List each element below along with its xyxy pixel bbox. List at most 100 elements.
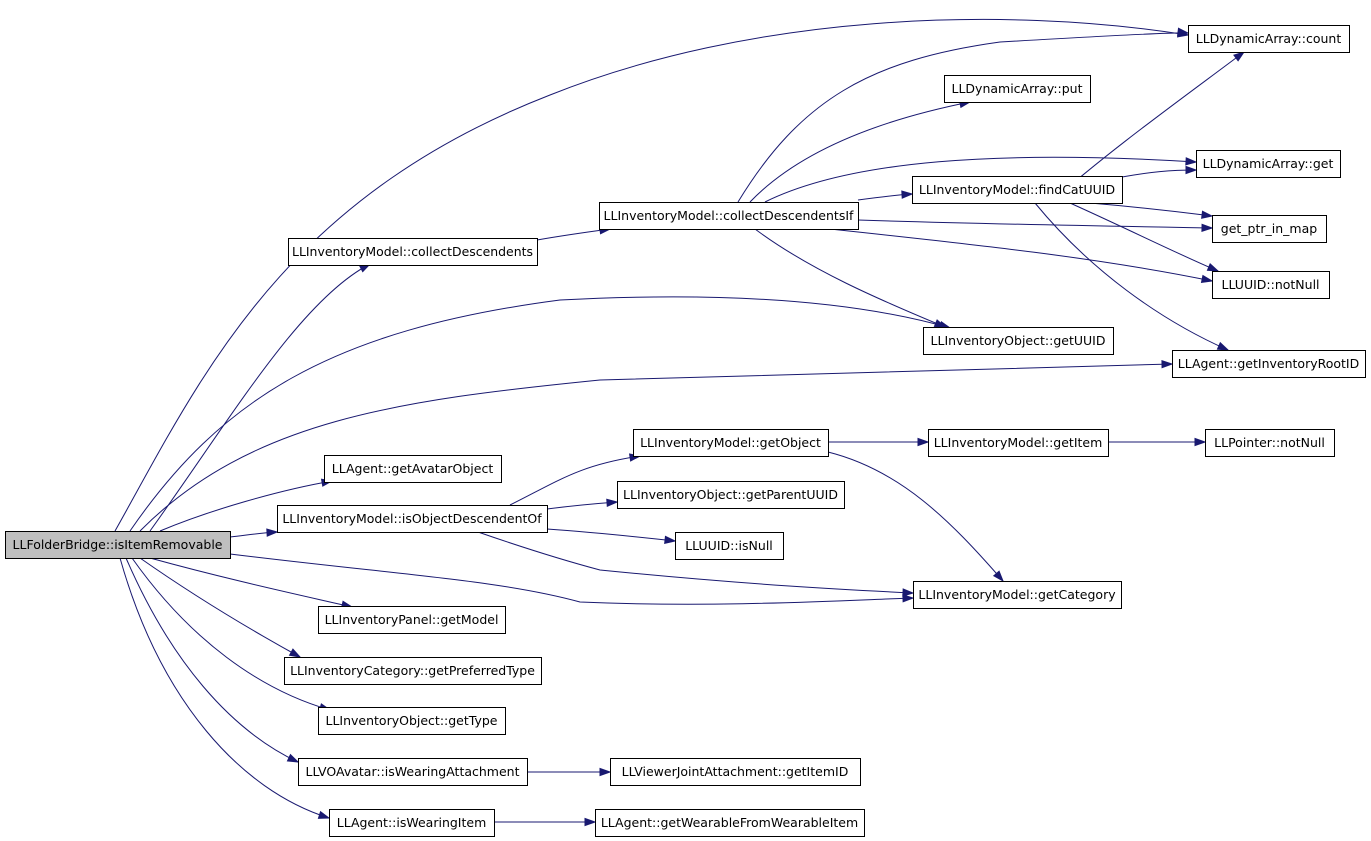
node-label: LLInventoryModel::getObject — [640, 435, 821, 450]
edge-line — [829, 228, 1213, 282]
edge-line — [1089, 202, 1213, 217]
node-label: LLAgent::getWearableFromWearableItem — [601, 815, 858, 830]
arrowhead — [1177, 27, 1190, 36]
edge-llfolderbridge-isitemremovable-to-llinventorymodel-getcategory — [229, 553, 915, 605]
node-label: LLFolderBridge::isItemRemovable — [13, 537, 223, 552]
arrowhead — [1185, 165, 1198, 175]
edge-line — [125, 557, 299, 763]
edge-llinventorymodel-collectdescendentsif-to-llinventoryobject-getuuid — [754, 228, 947, 328]
edge-line — [131, 557, 331, 711]
node-lldynamicarray-get[interactable]: LLDynamicArray::get — [1196, 150, 1341, 178]
arrowhead — [606, 498, 619, 507]
node-llinventorymodel-collectdescendents[interactable]: LLInventoryModel::collectDescendents — [288, 238, 538, 266]
node-llagent-iswearingitem[interactable]: LLAgent::isWearingItem — [329, 809, 495, 837]
node-box — [284, 657, 542, 685]
node-label: LLAgent::getInventoryRootID — [1178, 356, 1360, 371]
node-label: LLViewerJointAttachment::getItemID — [622, 764, 849, 779]
node-box — [329, 809, 495, 837]
arrowhead — [1206, 263, 1220, 272]
node-box — [5, 531, 231, 559]
edge-llagent-iswearingitem-to-llagent-getwearablefromwearableitem — [493, 817, 597, 827]
edge-llinventorymodel-getitem-to-llpointer-notnull — [1108, 437, 1207, 447]
edge-line — [509, 455, 641, 506]
node-llinventorymodel-isobjectdescendentof[interactable]: LLInventoryModel::isObjectDescendentOf — [277, 505, 548, 533]
node-label: LLInventoryModel::getItem — [934, 435, 1103, 450]
arrowhead — [917, 437, 930, 447]
node-box — [1212, 215, 1327, 243]
node-llinventorymodel-findcatuuid[interactable]: LLInventoryModel::findCatUUID — [912, 176, 1123, 204]
edge-line — [1034, 202, 1229, 351]
node-llinventoryobject-getuuid[interactable]: LLInventoryObject::getUUID — [923, 327, 1114, 355]
edge-llinventorymodel-collectdescendentsif-to-lluuid-notnull — [829, 228, 1214, 284]
edge-line — [754, 228, 946, 328]
edge-llfolderbridge-isitemremovable-to-llinventorymodel-isobjectdescendentof — [229, 528, 279, 538]
edge-line — [114, 18, 1189, 532]
node-llinventoryobject-gettype[interactable]: LLInventoryObject::getType — [318, 707, 506, 735]
node-box — [288, 238, 538, 266]
call-graph-edges — [114, 18, 1246, 827]
edge-llinventorymodel-findcatuuid-to-llagent-getinventoryrootid — [1034, 202, 1230, 351]
node-lldynamicarray-put[interactable]: LLDynamicArray::put — [944, 75, 1091, 103]
edge-llinventorymodel-collectdescendentsif-to-llinventorymodel-findcatuuid — [857, 190, 914, 201]
node-label: LLVOAvatar::isWearingAttachment — [306, 764, 520, 779]
arrowhead — [1201, 210, 1214, 219]
node-llagent-getavatarobject[interactable]: LLAgent::getAvatarObject — [324, 455, 502, 483]
node-get-ptr-in-map[interactable]: get_ptr_in_map — [1212, 215, 1327, 243]
node-llinventoryobject-getparentuuid[interactable]: LLInventoryObject::getParentUUID — [617, 481, 845, 509]
edge-line — [546, 501, 618, 510]
node-llinventorymodel-getitem[interactable]: LLInventoryModel::getItem — [928, 429, 1109, 457]
node-llvoavatar-iswearingattachment[interactable]: LLVOAvatar::isWearingAttachment — [298, 758, 528, 786]
node-box — [928, 429, 1109, 457]
node-label: LLInventoryObject::getUUID — [931, 333, 1106, 348]
node-label: LLDynamicArray::get — [1203, 156, 1334, 171]
arrowhead — [1216, 341, 1230, 351]
node-box — [913, 581, 1122, 609]
node-llinventorymodel-getcategory[interactable]: LLInventoryModel::getCategory — [913, 581, 1122, 609]
node-box — [595, 809, 865, 837]
node-label: LLInventoryObject::getType — [325, 713, 497, 728]
node-box — [1188, 25, 1350, 53]
arrowhead — [1233, 51, 1246, 62]
call-graph-nodes: LLFolderBridge::isItemRemovable LLDynamic… — [5, 25, 1366, 837]
node-label: LLInventoryModel::getCategory — [918, 587, 1116, 602]
arrowhead — [1185, 157, 1198, 166]
arrowhead — [901, 190, 914, 199]
node-label: LLPointer::notNull — [1214, 435, 1325, 450]
node-llagent-getwearablefromwearableitem[interactable]: LLAgent::getWearableFromWearableItem — [595, 809, 865, 837]
node-llpointer-notnull[interactable]: LLPointer::notNull — [1205, 429, 1335, 457]
node-lluuid-isnull[interactable]: LLUUID::isNull — [675, 532, 784, 560]
edge-llinventorymodel-isobjectdescendentof-to-llinventoryobject-getparentuuid — [546, 498, 619, 510]
node-llfolderbridge-isitemremovable[interactable]: LLFolderBridge::isItemRemovable — [5, 531, 231, 559]
node-lluuid-notnull[interactable]: LLUUID::notNull — [1212, 271, 1330, 299]
node-lldynamicarray-count[interactable]: LLDynamicArray::count — [1188, 25, 1350, 53]
arrowhead — [664, 535, 677, 545]
node-llviewerjointattachment-getitemid[interactable]: LLViewerJointAttachment::getItemID — [610, 758, 861, 786]
node-box — [944, 75, 1091, 103]
node-box — [599, 202, 859, 230]
edge-llfolderbridge-isitemremovable-to-llagent-iswearingitem — [119, 557, 331, 819]
node-llagent-getinventoryrootid[interactable]: LLAgent::getInventoryRootID — [1172, 350, 1366, 378]
node-llinventorymodel-getobject[interactable]: LLInventoryModel::getObject — [633, 429, 829, 457]
node-box — [610, 758, 861, 786]
node-box — [318, 707, 506, 735]
node-box — [1205, 429, 1335, 457]
node-box — [318, 606, 506, 634]
edge-line — [129, 296, 951, 532]
edge-line — [139, 557, 301, 658]
arrowhead — [1201, 223, 1214, 233]
node-llinventorypanel-getmodel[interactable]: LLInventoryPanel::getModel — [318, 606, 506, 634]
edge-line — [1069, 202, 1219, 272]
node-llinventorycategory-getpreferredtype[interactable]: LLInventoryCategory::getPreferredType — [284, 657, 542, 685]
node-label: LLInventoryModel::collectDescendents — [292, 244, 533, 259]
arrowhead — [1200, 274, 1214, 284]
arrowhead — [599, 767, 612, 777]
arrowhead — [1161, 359, 1174, 369]
node-label: LLAgent::getAvatarObject — [332, 461, 494, 476]
node-llinventorymodel-collectdescendentsif[interactable]: LLInventoryModel::collectDescendentsIf — [599, 202, 859, 230]
edge-llfolderbridge-isitemremovable-to-llvoavatar-iswearingattachment — [125, 557, 300, 763]
edge-llinventorymodel-isobjectdescendentof-to-lluuid-isnull — [546, 528, 677, 545]
edge-llinventorymodel-collectdescendentsif-to-get-ptr-in-map — [857, 219, 1214, 233]
edge-line — [857, 219, 1213, 229]
edge-line — [749, 101, 971, 203]
